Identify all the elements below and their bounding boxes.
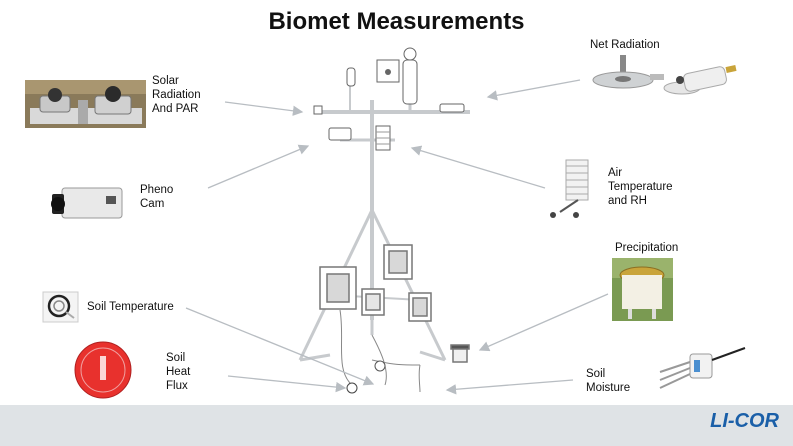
label-soil-heat-flux: Soil Heat Flux [166, 352, 191, 392]
label-solar-radiation: Solar Radiation And PAR [152, 75, 201, 115]
label-pheno-cam: Pheno Cam [140, 184, 174, 210]
callout-arrows [185, 79, 609, 395]
solar-sensor-photo [25, 80, 146, 128]
label-air-temperature: Air Temperature and RH [608, 167, 673, 207]
soil-temperature-photo [42, 291, 79, 323]
precipitation-photo [612, 258, 673, 321]
tower-diagram [25, 47, 746, 399]
label-net-radiation: Net Radiation [590, 39, 660, 51]
ground-cables [339, 309, 421, 394]
footer-bar [0, 405, 793, 446]
label-precipitation: Precipitation [615, 242, 679, 254]
soil-heat-flux-photo [74, 341, 132, 399]
net-radiation-photo [592, 55, 737, 95]
tower-sensors [313, 47, 465, 151]
licor-logo: LI-COR [710, 410, 779, 432]
page-title: Biomet Measurements [268, 8, 525, 35]
label-soil-moisture: Soil Moisture [586, 368, 631, 394]
soil-moisture-photo [659, 347, 746, 389]
air-temperature-photo [550, 159, 589, 218]
pheno-cam-photo [51, 187, 123, 219]
enclosures [319, 244, 470, 363]
label-soil-temperature: Soil Temperature [87, 301, 174, 313]
